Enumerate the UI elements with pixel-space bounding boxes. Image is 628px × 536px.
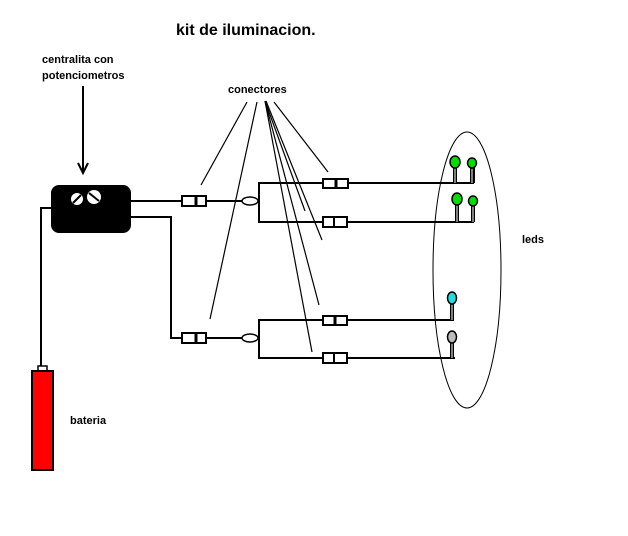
connectors-label: conectores (228, 84, 287, 96)
potentiometer-1 (71, 193, 83, 205)
battery-wire (40, 207, 51, 368)
controller-label-line2: potenciometros (42, 70, 125, 82)
diagram-title: kit de iluminacion. (176, 22, 316, 39)
potentiometer-2 (87, 190, 101, 204)
splice-upper (241, 196, 259, 206)
controller-label-line1: centralita con (42, 54, 114, 66)
controller-arrow (77, 86, 89, 176)
controller-box (51, 185, 131, 233)
battery-label: bateria (70, 415, 107, 427)
led-green-1 (449, 155, 461, 169)
connector-upper-main (181, 195, 207, 207)
connector-branch-3 (322, 315, 348, 326)
leds-group-outline (432, 131, 502, 409)
connector-pointer-lines (200, 100, 329, 353)
battery (31, 365, 54, 471)
led-legs (450, 166, 475, 358)
led-green-4 (467, 195, 479, 207)
leds-label: leds (522, 234, 544, 246)
connector-branch-1 (322, 178, 349, 189)
connector-branch-2 (322, 216, 348, 228)
led-gray (446, 330, 458, 344)
led-green-3 (451, 192, 463, 206)
connector-branch-4 (322, 352, 348, 364)
wire-lower-main (131, 216, 182, 339)
splice-lower (241, 333, 259, 343)
connector-lower-main (181, 332, 207, 344)
led-cyan (446, 291, 458, 305)
led-green-2 (466, 157, 478, 169)
